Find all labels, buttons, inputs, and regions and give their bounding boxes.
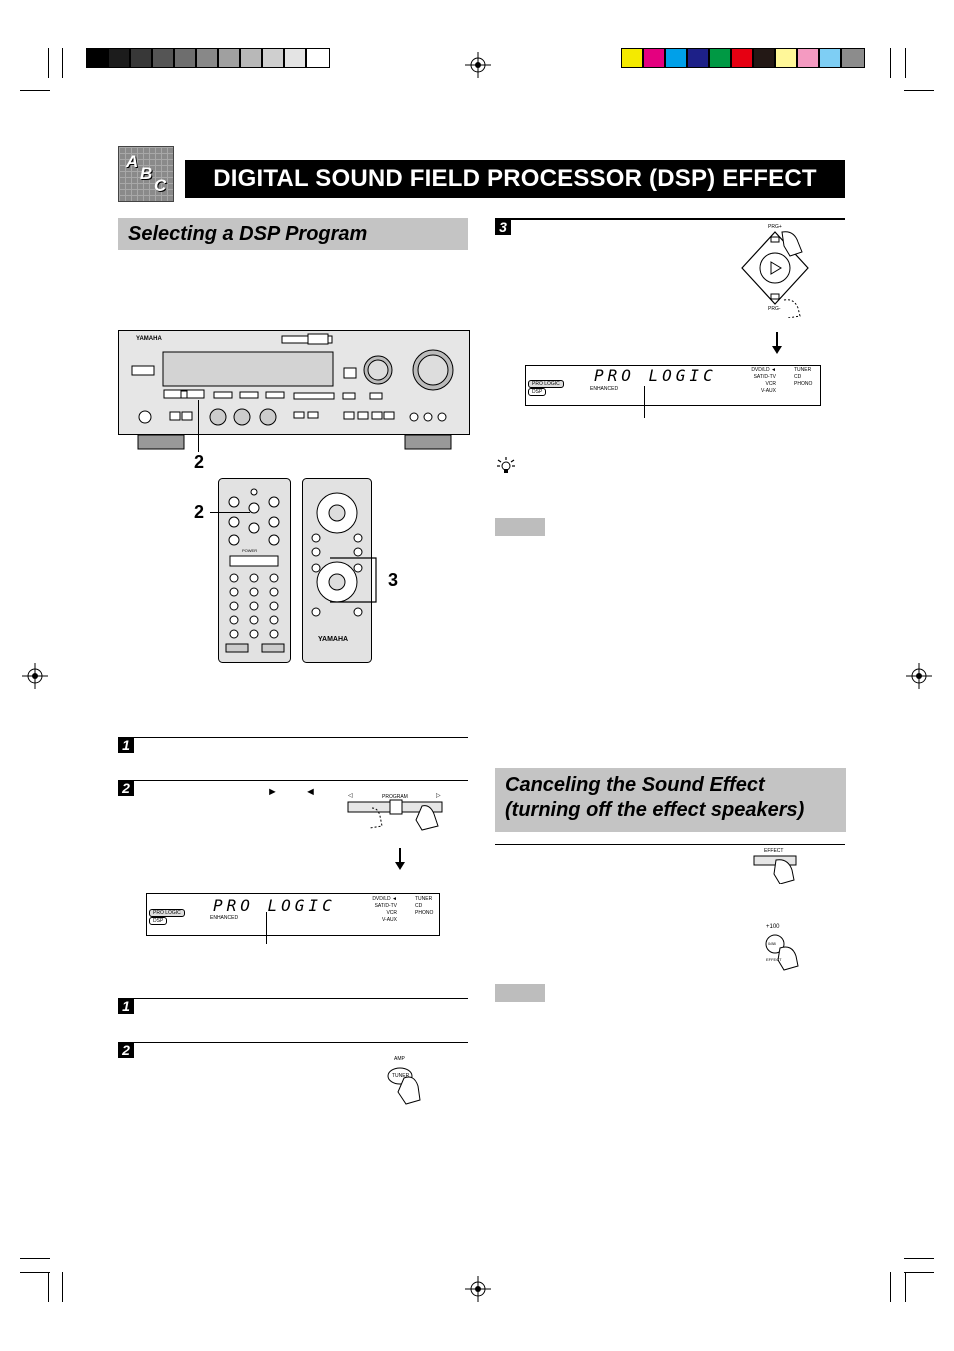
- display-sub: ENHANCED: [210, 915, 239, 921]
- step-divider: [495, 844, 845, 845]
- badge-pro-logic: PRO LOGIC: [528, 380, 564, 388]
- display-inputs-right: TUNER CD PHONO: [415, 896, 433, 917]
- icon-letter-b: B: [140, 164, 153, 183]
- callout-remote-amp: 2: [194, 502, 205, 522]
- display-sub: ENHANCED: [590, 386, 619, 392]
- step-number: 1: [118, 998, 134, 1014]
- program-slider-label: PROGRAM: [382, 794, 408, 800]
- input-label: V-AUX: [760, 388, 776, 394]
- callout-remote-program: 3: [388, 570, 399, 590]
- input-label: DVD/LD ◄: [372, 896, 397, 902]
- icon-letter-a: A: [126, 152, 139, 171]
- display-program-name: PRO LOGIC: [594, 366, 717, 385]
- badge-dsp: DSP: [528, 388, 547, 396]
- display-inputs-left: DVD/LD ◄ SAT/D-TV VCR V-AUX: [371, 896, 397, 924]
- input-label: DVD/LD ◄: [751, 367, 776, 373]
- display-inputs-right: TUNER CD PHONO: [794, 367, 812, 388]
- down-arrow-icon: [776, 332, 778, 348]
- icon-letter-c: C: [154, 176, 167, 195]
- front-display: PRO LOGIC DSP PRO LOGIC ENHANCED DVD/LD …: [146, 893, 440, 936]
- receiver-brand: YAMAHA: [136, 336, 162, 342]
- section-title-canceling-text: Canceling the Sound Effect (turning off …: [505, 774, 805, 821]
- step-divider: [495, 218, 845, 220]
- leader-line: [644, 386, 645, 418]
- remote-power-label: POWER: [242, 548, 258, 553]
- section-title-selecting-text: Selecting a DSP Program: [128, 223, 368, 245]
- badge-dsp: DSP: [149, 917, 168, 925]
- remote-control-front: POWER: [218, 478, 291, 663]
- step-number: 2: [118, 1042, 134, 1058]
- callout-panel-program: 2: [194, 452, 205, 472]
- input-label: SAT/D-TV: [753, 374, 776, 380]
- slider-left-glyph: ◁: [348, 793, 353, 799]
- display-program-name: PRO LOGIC: [213, 896, 336, 915]
- prg-down-label: PRG-: [768, 306, 781, 312]
- down-arrow-head: [772, 346, 782, 354]
- crosshair-icon: [906, 663, 932, 689]
- input-label: VCR: [386, 910, 397, 916]
- display-inputs-left: DVD/LD ◄ SAT/D-TV VCR V-AUX: [748, 367, 776, 395]
- leader-line: [198, 400, 199, 452]
- remote-effect-bottom-label: EFFECT: [766, 957, 782, 962]
- program-slider-illustration: ◁ PROGRAM ▷: [346, 793, 446, 834]
- crosshair-icon: [22, 663, 48, 689]
- step-number: 1: [118, 737, 134, 753]
- input-label: V-AUX: [381, 917, 397, 923]
- abc-section-icon: A B C: [118, 146, 174, 202]
- step-divider: [118, 998, 468, 999]
- remote-effect-top-label: +100: [766, 924, 780, 930]
- receiver-front-panel: YAMAHA: [118, 330, 470, 450]
- badge-pro-logic: PRO LOGIC: [149, 909, 185, 917]
- step-divider: [118, 737, 468, 738]
- amp-tuner-button-illustration: AMP TUNER: [382, 1056, 426, 1106]
- input-label: VCR: [765, 381, 776, 387]
- remote-effect-mid-label: 0/88: [768, 941, 776, 946]
- step-divider: [118, 780, 468, 781]
- step-number: 2: [118, 780, 134, 796]
- down-arrow-head: [395, 862, 405, 870]
- page-title: DIGITAL SOUND FIELD PROCESSOR (DSP) EFFE…: [185, 160, 845, 198]
- notes-label-box: [495, 984, 545, 1002]
- down-arrow-icon: [399, 848, 401, 864]
- effect-button-illustration: EFFECT: [752, 848, 802, 885]
- crosshair-icon: [465, 52, 491, 78]
- input-label: PHONO: [794, 381, 813, 387]
- input-label: CD: [794, 374, 802, 380]
- prg-control-pad: PRG+ PRG-: [734, 224, 816, 319]
- input-label: TUNER: [415, 896, 433, 902]
- notes-label-box: [495, 518, 545, 536]
- effect-label: EFFECT: [764, 848, 784, 854]
- slider-right-glyph: ▷: [436, 793, 441, 799]
- leader-line: [210, 512, 250, 513]
- input-label: SAT/D-TV: [374, 903, 397, 909]
- arrow-left-glyph: ◄: [305, 786, 316, 798]
- input-label: PHONO: [415, 910, 434, 916]
- section-title-selecting: Selecting a DSP Program: [118, 218, 468, 250]
- arrow-right-glyph: ►: [267, 786, 278, 798]
- remote-control-back: YAMAHA: [302, 478, 372, 663]
- input-label: TUNER: [794, 367, 812, 373]
- bracket-line: [330, 557, 377, 603]
- remote-effect-button-illustration: +100 0/88 EFFECT: [760, 924, 810, 972]
- tuner-label: TUNER: [392, 1073, 410, 1079]
- prg-up-label: PRG+: [768, 224, 782, 230]
- crosshair-icon: [465, 1276, 491, 1302]
- front-display: PRO LOGIC DSP PRO LOGIC ENHANCED DVD/LD …: [525, 365, 821, 406]
- input-label: CD: [415, 903, 423, 909]
- lightbulb-tip-icon: [497, 457, 515, 473]
- step-divider: [118, 1042, 468, 1043]
- remote-brand: YAMAHA: [318, 636, 349, 643]
- section-title-canceling: Canceling the Sound Effect (turning off …: [495, 768, 846, 832]
- leader-line: [266, 912, 267, 944]
- step-number: 3: [495, 219, 511, 235]
- amp-label: AMP: [394, 1056, 405, 1062]
